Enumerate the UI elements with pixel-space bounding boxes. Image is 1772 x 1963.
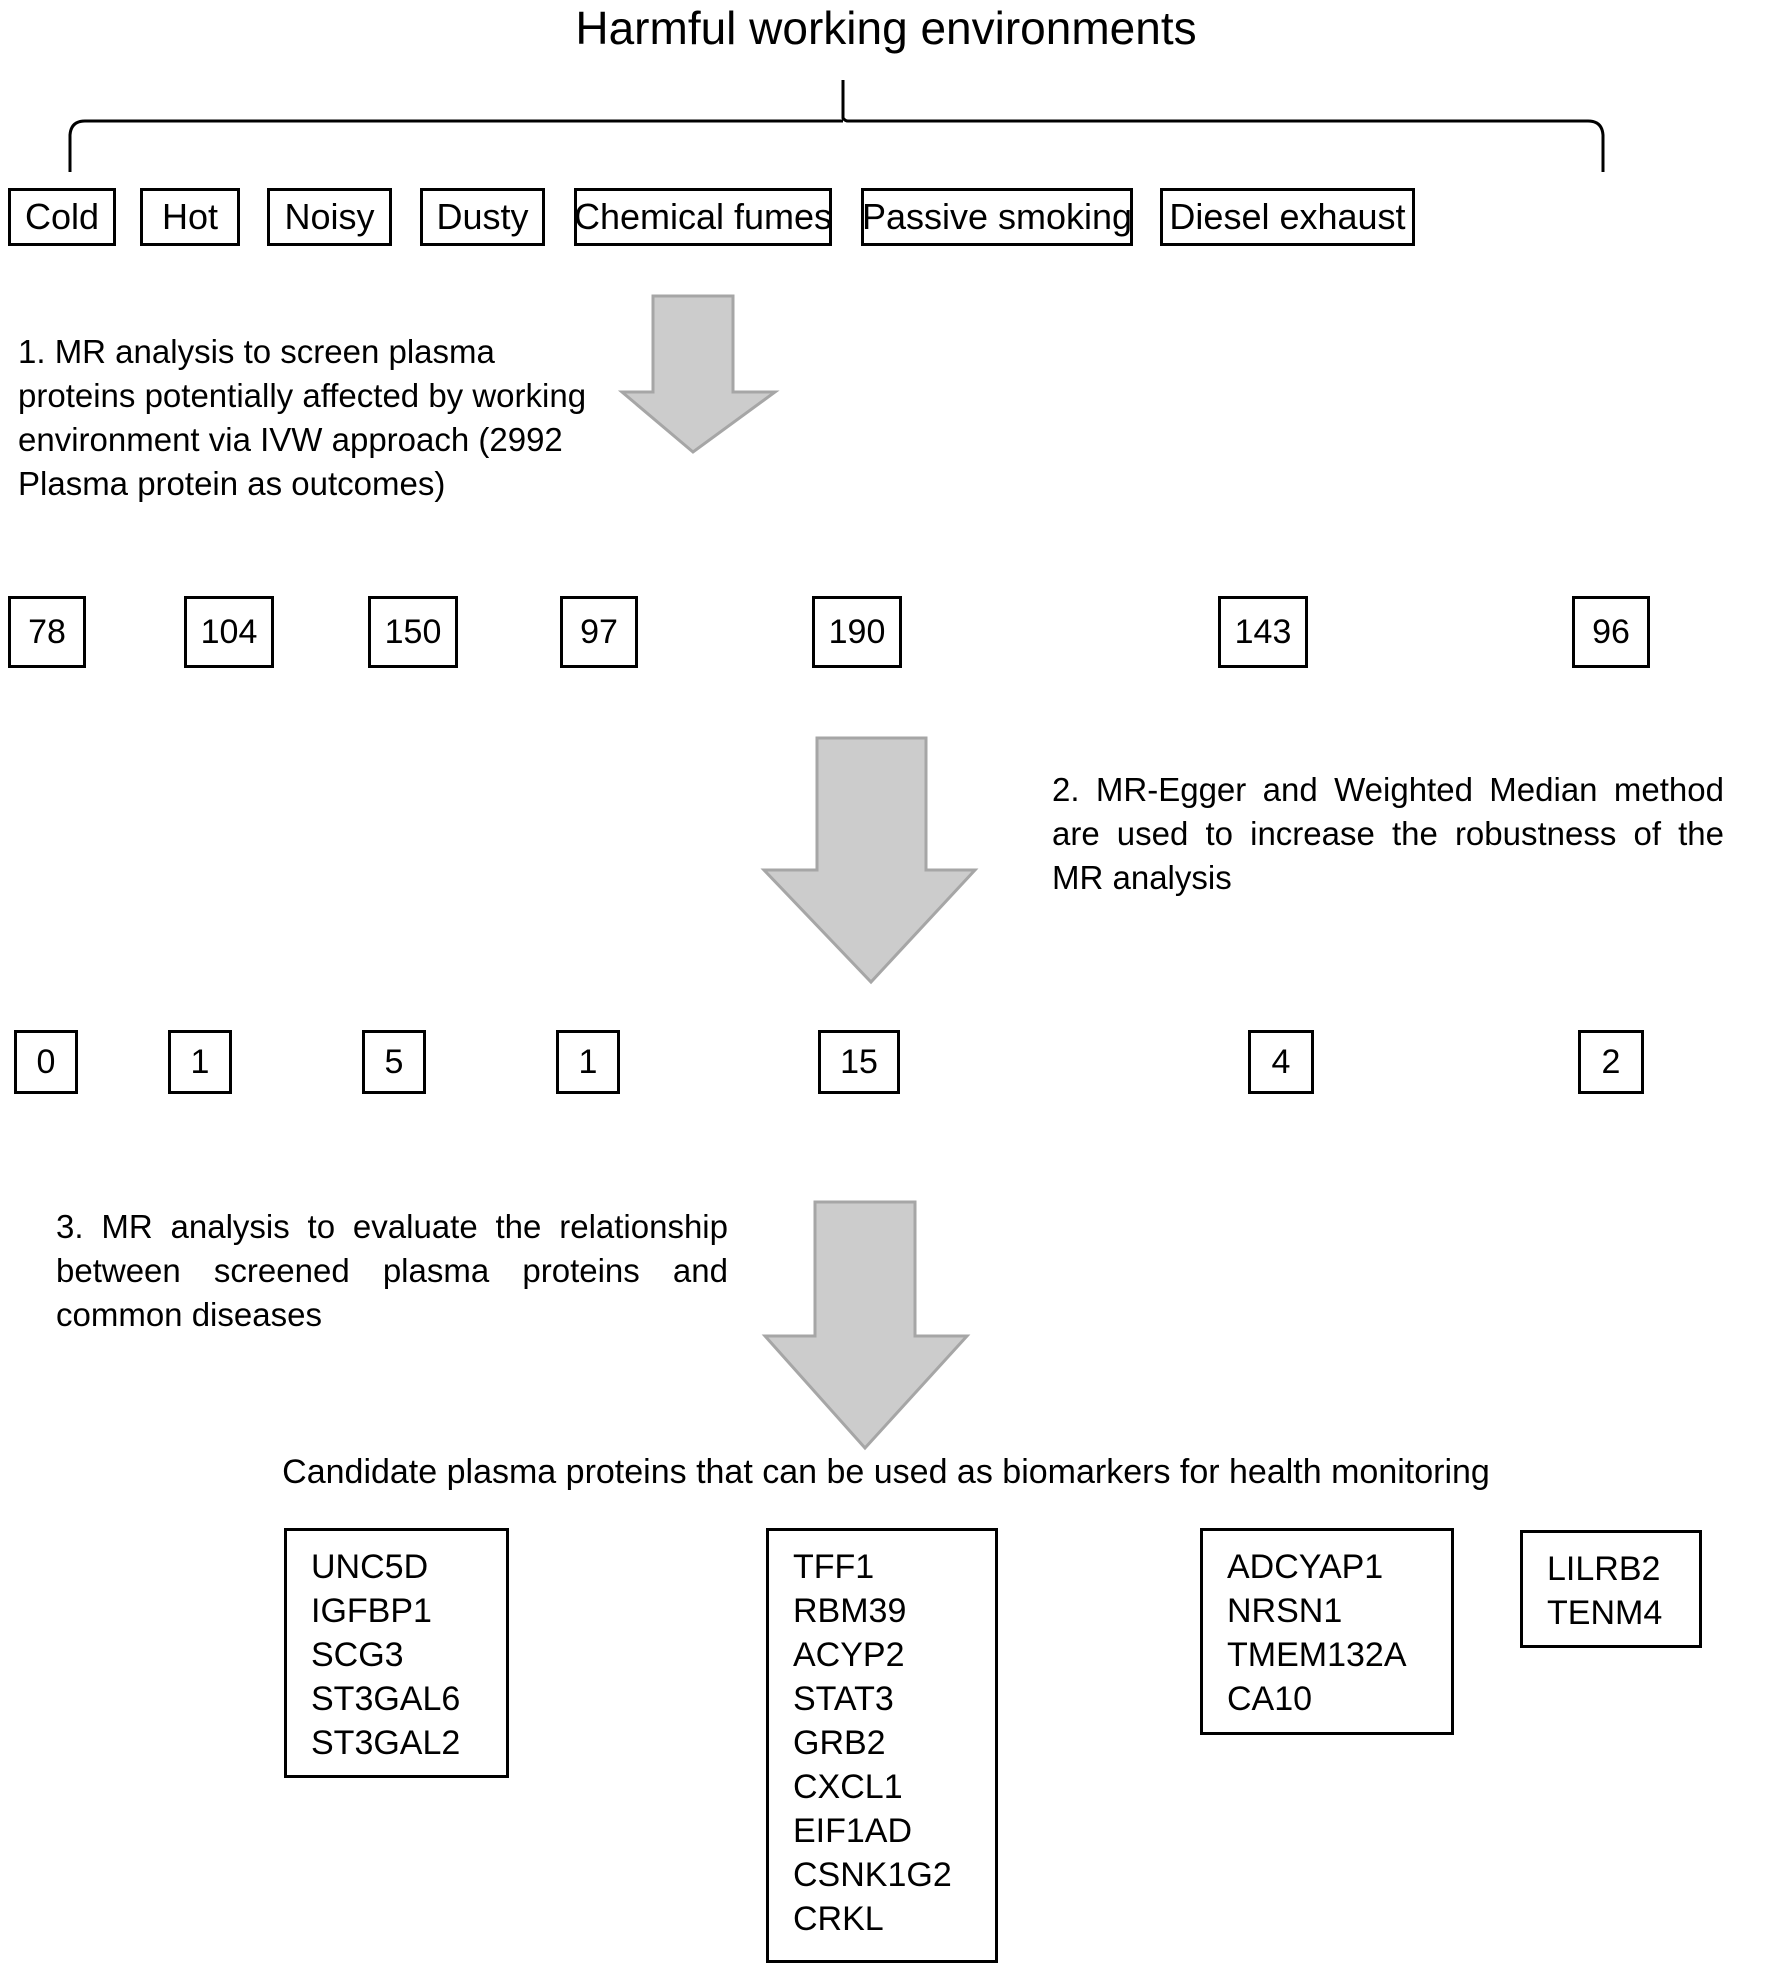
gene-item: ADCYAP1 <box>1227 1548 1384 1586</box>
gene-box-1: UNC5D IGFBP1 SCG3 ST3GAL6 ST3GAL2 <box>284 1528 509 1778</box>
gene-item: ST3GAL6 <box>311 1680 461 1718</box>
gene-box-4: LILRB2 TENM4 <box>1520 1530 1702 1648</box>
step-2-description: 2. MR-Egger and Weighted Median method a… <box>1052 771 1724 896</box>
count-ivw-noisy: 150 <box>368 596 458 668</box>
gene-item: SCG3 <box>311 1636 404 1674</box>
exposure-box-cold[interactable]: Cold <box>8 188 116 246</box>
count-value: 150 <box>384 613 442 651</box>
gene-item: UNC5D <box>311 1548 429 1586</box>
step-1-description: 1. MR analysis to screen plasma proteins… <box>18 333 587 502</box>
exposure-label: Noisy <box>284 196 375 237</box>
gene-item: IGFBP1 <box>311 1592 432 1630</box>
exposure-box-dusty[interactable]: Dusty <box>420 188 545 246</box>
count-robust-passive-smoking: 4 <box>1248 1030 1314 1094</box>
gene-box-2: TFF1 RBM39 ACYP2 STAT3 GRB2 CXCL1 EIF1AD… <box>766 1528 998 1963</box>
count-value: 96 <box>1592 613 1630 651</box>
gene-item: NRSN1 <box>1227 1592 1343 1630</box>
count-value: 5 <box>384 1043 404 1081</box>
gene-box-3: ADCYAP1 NRSN1 TMEM132A CA10 <box>1200 1528 1454 1735</box>
count-value: 78 <box>28 613 66 651</box>
gene-item: TMEM132A <box>1227 1636 1407 1674</box>
count-value: 1 <box>190 1043 210 1081</box>
count-robust-noisy: 5 <box>362 1030 426 1094</box>
count-value: 97 <box>580 613 618 651</box>
count-robust-dusty: 1 <box>556 1030 620 1094</box>
arrow-3 <box>761 1200 971 1451</box>
count-robust-hot: 1 <box>168 1030 232 1094</box>
count-value: 4 <box>1271 1043 1291 1081</box>
exposure-box-diesel-exhaust[interactable]: Diesel exhaust <box>1160 188 1415 246</box>
gene-item: ST3GAL2 <box>311 1724 461 1762</box>
count-value: 0 <box>36 1043 56 1081</box>
count-value: 2 <box>1601 1043 1621 1081</box>
count-robust-diesel-exhaust: 2 <box>1578 1030 1644 1094</box>
gene-item: TFF1 <box>793 1548 875 1586</box>
gene-item: LILRB2 <box>1547 1550 1661 1588</box>
count-value: 1 <box>578 1043 598 1081</box>
exposure-label: Diesel exhaust <box>1169 196 1406 237</box>
gene-item: CSNK1G2 <box>793 1856 952 1894</box>
exposure-box-passive-smoking[interactable]: Passive smoking <box>861 188 1133 246</box>
count-ivw-hot: 104 <box>184 596 274 668</box>
arrow-2 <box>760 736 979 985</box>
outcome-caption: Candidate plasma proteins that can be us… <box>282 1453 1490 1491</box>
exposure-box-noisy[interactable]: Noisy <box>267 188 392 246</box>
gene-item: GRB2 <box>793 1724 886 1762</box>
exposure-box-hot[interactable]: Hot <box>140 188 240 246</box>
top-bracket <box>68 80 1605 172</box>
count-value: 104 <box>200 613 258 651</box>
gene-item: STAT3 <box>793 1680 894 1718</box>
count-ivw-chemical-fumes: 190 <box>812 596 902 668</box>
count-ivw-passive-smoking: 143 <box>1218 596 1308 668</box>
count-value: 143 <box>1234 613 1292 651</box>
gene-item: ACYP2 <box>793 1636 905 1674</box>
exposure-label: Chemical fumes <box>573 196 833 237</box>
exposure-label: Hot <box>161 196 219 237</box>
step-3-description: 3. MR analysis to evaluate the relations… <box>56 1208 728 1333</box>
count-ivw-diesel-exhaust: 96 <box>1572 596 1650 668</box>
exposure-label: Passive smoking <box>861 196 1133 237</box>
exposure-label: Cold <box>24 196 100 237</box>
gene-item: CXCL1 <box>793 1768 903 1806</box>
gene-item: CA10 <box>1227 1680 1313 1718</box>
arrow-1 <box>617 294 780 454</box>
count-ivw-dusty: 97 <box>560 596 638 668</box>
count-robust-chemical-fumes: 15 <box>818 1030 900 1094</box>
count-value: 15 <box>840 1043 878 1081</box>
gene-item: TENM4 <box>1547 1594 1663 1632</box>
count-robust-cold: 0 <box>14 1030 78 1094</box>
gene-item: RBM39 <box>793 1592 907 1630</box>
exposure-box-chemical-fumes[interactable]: Chemical fumes <box>574 188 832 246</box>
count-value: 190 <box>828 613 886 651</box>
page-title: Harmful working environments <box>575 2 1197 54</box>
count-ivw-cold: 78 <box>8 596 86 668</box>
gene-item: CRKL <box>793 1900 884 1938</box>
gene-item: EIF1AD <box>793 1812 913 1850</box>
exposure-label: Dusty <box>436 196 529 237</box>
